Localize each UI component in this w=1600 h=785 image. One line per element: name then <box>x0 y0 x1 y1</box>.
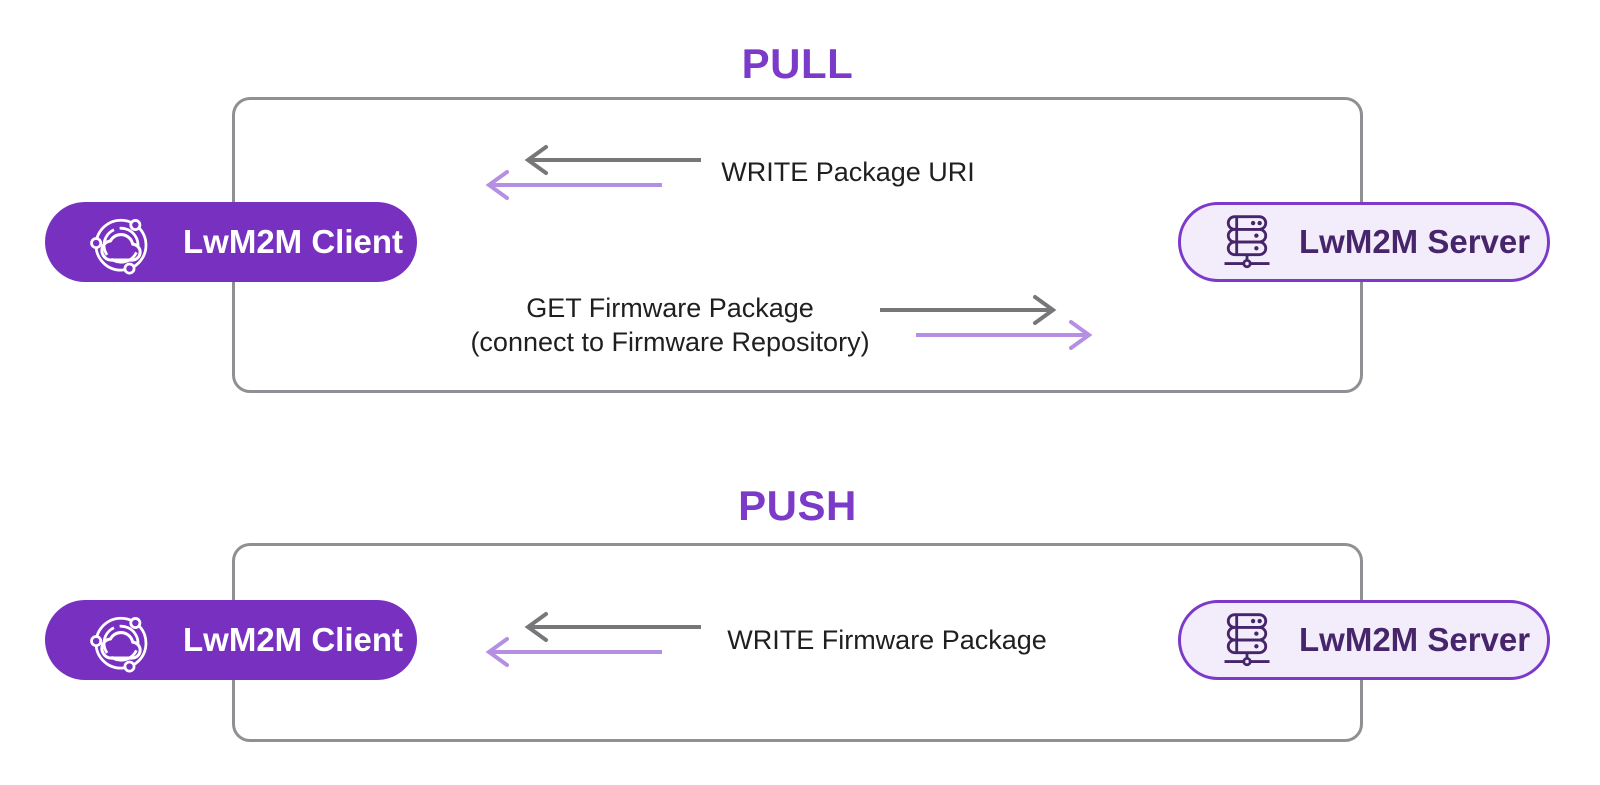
server-badge-label: LwM2M Server <box>1299 621 1531 658</box>
push-write-label: WRITE Firmware Package <box>727 625 1047 655</box>
pull-get-label-line2: (connect to Firmware Repository) <box>470 327 870 357</box>
client-badge-label: LwM2M Client <box>183 621 403 658</box>
pull-write-uri-arrow-purple <box>474 169 664 201</box>
pull-get-label-line1: GET Firmware Package <box>526 293 814 323</box>
pull-get-arrow-purple <box>914 319 1104 351</box>
push-flow-title: PUSH <box>738 482 857 529</box>
pull-get-label: GET Firmware Package (connect to Firmwar… <box>435 291 905 359</box>
pull-write-uri-label: WRITE Package URI <box>721 157 975 187</box>
iot-cloud-icon <box>87 208 155 276</box>
pull-lwm2m-client-badge: LwM2M Client <box>45 202 417 282</box>
server-badge-label: LwM2M Server <box>1299 223 1531 260</box>
push-write-arrow-purple <box>474 636 664 668</box>
push-lwm2m-server-badge: LwM2M Server <box>1178 600 1550 680</box>
push-lwm2m-client-badge: LwM2M Client <box>45 600 417 680</box>
iot-cloud-icon <box>87 606 155 674</box>
server-rack-icon <box>1217 610 1277 670</box>
server-rack-icon <box>1217 212 1277 272</box>
client-badge-label: LwM2M Client <box>183 223 403 260</box>
pull-flow-title: PULL <box>741 40 854 87</box>
pull-lwm2m-server-badge: LwM2M Server <box>1178 202 1550 282</box>
